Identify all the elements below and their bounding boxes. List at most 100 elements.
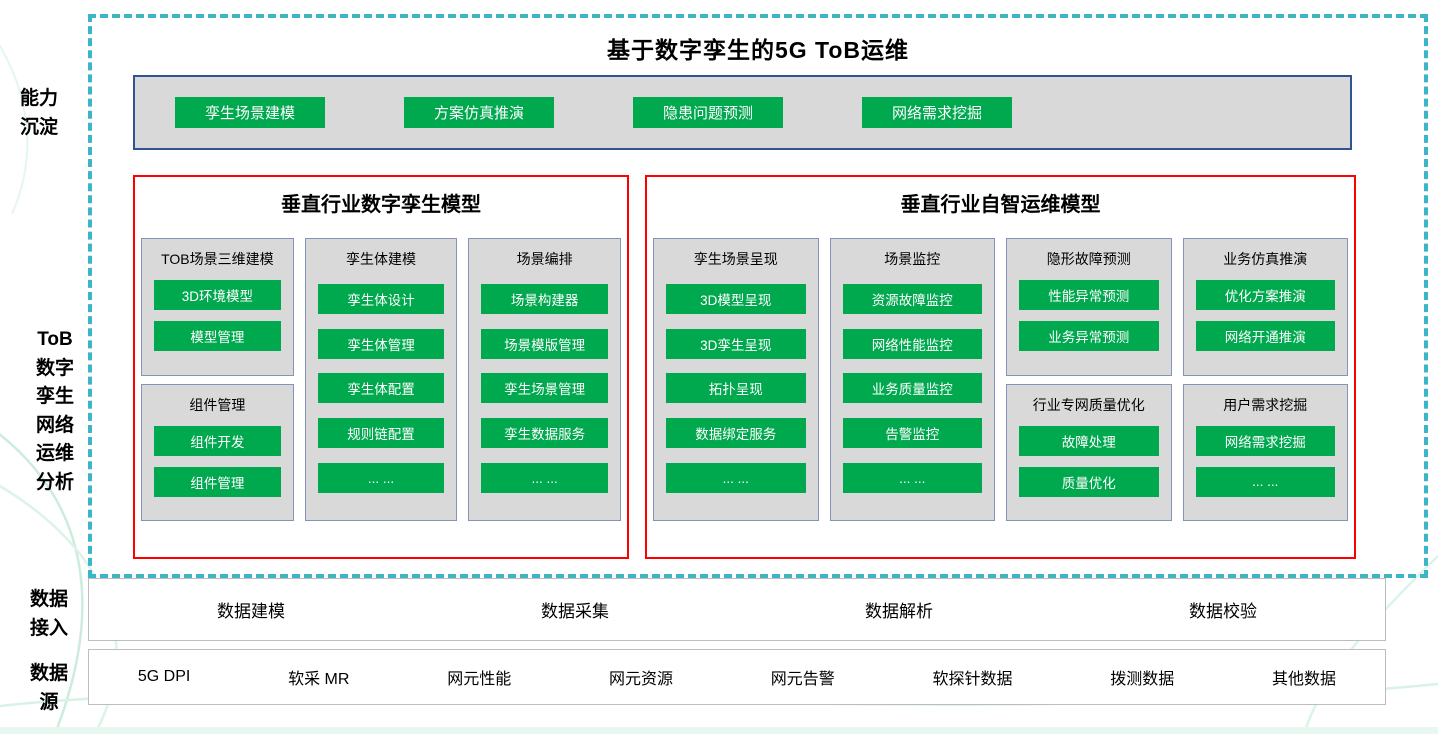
module-chip: 业务质量监控 [842,373,982,404]
main-title: 基于数字孪生的5G ToB运维 [606,37,910,63]
left-panel-title: 垂直行业数字孪生模型 [281,194,481,216]
module-chip: 优化方案推演 [1195,280,1335,311]
module-box: 孪生场景呈现 3D模型呈现 3D孪生呈现 拓扑呈现 数据绑定服务 ... ... [653,238,819,521]
module-chip: ... ... [317,463,445,494]
data-access-label: 数据采集 [541,602,609,621]
data-access-label: 数据建模 [217,602,285,621]
module-box-header: 用户需求挖掘 [1223,396,1308,413]
chip-stack: 组件开发 组件管理 [151,415,284,509]
capability-bar: 孪生场景建模 方案仿真推演 隐患问题预测 网络需求挖掘 [133,75,1352,150]
column-3d-scene-modeling: TOB场景三维建模 3D环境模型 模型管理 组件管理 组件开发 组件管理 [141,238,294,521]
module-chip: 网络开通推演 [1195,321,1335,352]
data-source-label: 网元性能 [447,671,512,688]
module-chip: 孪生体设计 [317,283,445,314]
side-label-data-access: 数据 接入 [29,589,68,639]
module-box: 隐形故障预测 性能异常预测 业务异常预测 [1006,238,1172,376]
chip-stack: 网络需求挖掘 ... ... [1193,415,1339,509]
right-panel-title: 垂直行业自智运维模型 [900,194,1101,216]
module-chip: 网络需求挖掘 [1195,425,1335,456]
module-chip: 规则链配置 [317,418,445,449]
chip-stack: 3D模型呈现 3D孪生呈现 拓扑呈现 数据绑定服务 ... ... [663,269,809,508]
chip-stack: 孪生体设计 孪生体管理 孪生体配置 规则链配置 ... ... [315,269,448,508]
module-chip: 组件开发 [154,425,281,456]
column-business-simulation: 业务仿真推演 优化方案推演 网络开通推演 用户需求挖掘 网络需求挖掘 ... .… [1182,238,1348,521]
chip-stack: 资源故障监控 网络性能监控 业务质量监控 告警监控 ... ... [840,269,986,508]
right-panel-columns: 孪生场景呈现 3D模型呈现 3D孪生呈现 拓扑呈现 数据绑定服务 ... ...… [653,238,1348,521]
module-chip: 孪生体配置 [317,373,445,404]
left-panel-columns: TOB场景三维建模 3D环境模型 模型管理 组件管理 组件开发 组件管理 [141,238,622,521]
module-chip: 3D模型呈现 [666,283,806,314]
module-chip: ... ... [842,463,982,494]
panel-autonomous-ops-model: 垂直行业自智运维模型 孪生场景呈现 3D模型呈现 3D孪生呈现 拓扑呈现 数据绑… [645,175,1356,559]
module-chip: 告警监控 [842,418,982,449]
data-access-row: 数据建模 数据采集 数据解析 数据校验 [88,578,1386,641]
column-scene-orchestration: 场景编排 场景构建器 场景模版管理 孪生场景管理 孪生数据服务 ... ... [468,238,622,521]
data-source-label: 拨测数据 [1110,671,1175,688]
module-box: 组件管理 组件开发 组件管理 [141,383,294,521]
module-chip: ... ... [1195,466,1335,497]
module-chip: 孪生体管理 [317,328,445,359]
module-box-header: 孪生场景呈现 [693,251,778,267]
module-box-header: 行业专网质量优化 [1032,396,1145,413]
data-access-label: 数据校验 [1189,602,1257,621]
data-source-label: 网元告警 [770,671,835,688]
module-box-header: 场景编排 [516,251,573,267]
module-chip: 拓扑呈现 [666,373,806,404]
data-source-label: 软探针数据 [932,671,1013,688]
data-source-label: 网元资源 [608,671,673,688]
column-twin-modeling: 孪生体建模 孪生体设计 孪生体管理 孪生体配置 规则链配置 ... ... [304,238,458,521]
panel-digital-twin-model: 垂直行业数字孪生模型 TOB场景三维建模 3D环境模型 模型管理 组件管理 组件… [133,175,629,559]
module-chip: 资源故障监控 [842,283,982,314]
capability-chip: 网络需求挖掘 [862,97,1013,128]
module-chip: 3D孪生呈现 [666,328,806,359]
module-box: TOB场景三维建模 3D环境模型 模型管理 [141,238,294,376]
module-chip: 数据绑定服务 [666,418,806,449]
chip-stack: 3D环境模型 模型管理 [151,269,284,363]
module-chip: ... ... [481,463,609,494]
module-chip: 网络性能监控 [842,328,982,359]
chip-stack: 场景构建器 场景模版管理 孪生场景管理 孪生数据服务 ... ... [478,269,611,508]
chip-stack: 故障处理 质量优化 [1016,415,1162,509]
capability-chip: 孪生场景建模 [175,97,326,128]
module-chip: 场景模版管理 [481,328,609,359]
data-access-label: 数据解析 [865,602,933,621]
side-label-tob-analysis: ToB 数字 孪生 网络 运维 分析 [35,329,74,493]
module-box-header: 业务仿真推演 [1223,251,1308,267]
module-box: 场景编排 场景构建器 场景模版管理 孪生场景管理 孪生数据服务 ... ... [468,238,622,521]
module-box-header: 场景监控 [884,251,941,267]
module-box: 孪生体建模 孪生体设计 孪生体管理 孪生体配置 规则链配置 ... ... [304,238,458,521]
module-box: 业务仿真推演 优化方案推演 网络开通推演 [1182,238,1348,376]
chip-stack: 性能异常预测 业务异常预测 [1016,269,1162,363]
data-source-row: 5G DPI 软采 MR 网元性能 网元资源 网元告警 软探针数据 拨测数据 其… [88,649,1386,705]
side-label-capability: 能力 沉淀 [19,88,58,138]
module-box: 场景监控 资源故障监控 网络性能监控 业务质量监控 告警监控 ... ... [829,238,995,521]
module-chip: 业务异常预测 [1019,321,1159,352]
column-fault-prediction: 隐形故障预测 性能异常预测 业务异常预测 行业专网质量优化 故障处理 质量优化 [1006,238,1172,521]
module-chip: 场景构建器 [481,283,609,314]
module-box-header: 隐形故障预测 [1046,251,1131,267]
module-chip: 模型管理 [154,321,281,352]
module-chip: 性能异常预测 [1019,280,1159,311]
module-chip: 质量优化 [1019,466,1159,497]
main-frame: 基于数字孪生的5G ToB运维 孪生场景建模 方案仿真推演 隐患问题预测 网络需… [88,14,1428,578]
module-box-header: TOB场景三维建模 [161,251,274,267]
column-twin-scene-presentation: 孪生场景呈现 3D模型呈现 3D孪生呈现 拓扑呈现 数据绑定服务 ... ... [653,238,819,521]
module-box: 用户需求挖掘 网络需求挖掘 ... ... [1182,383,1348,521]
module-chip: 组件管理 [154,466,281,497]
module-chip: ... ... [666,463,806,494]
module-box-header: 孪生体建模 [346,251,416,267]
module-chip: 孪生场景管理 [481,373,609,404]
side-label-data-source: 数据 源 [29,663,68,713]
module-box-header: 组件管理 [189,396,246,413]
module-chip: 3D环境模型 [154,280,281,311]
column-scene-monitoring: 场景监控 资源故障监控 网络性能监控 业务质量监控 告警监控 ... ... [829,238,995,521]
data-source-label: 5G DPI [137,668,191,685]
capability-chip: 方案仿真推演 [404,97,555,128]
data-source-label: 其他数据 [1272,671,1337,688]
data-source-label: 软采 MR [288,671,350,688]
module-chip: 故障处理 [1019,425,1159,456]
chip-stack: 优化方案推演 网络开通推演 [1193,269,1339,363]
module-box: 行业专网质量优化 故障处理 质量优化 [1006,383,1172,521]
capability-chip: 隐患问题预测 [633,97,784,128]
